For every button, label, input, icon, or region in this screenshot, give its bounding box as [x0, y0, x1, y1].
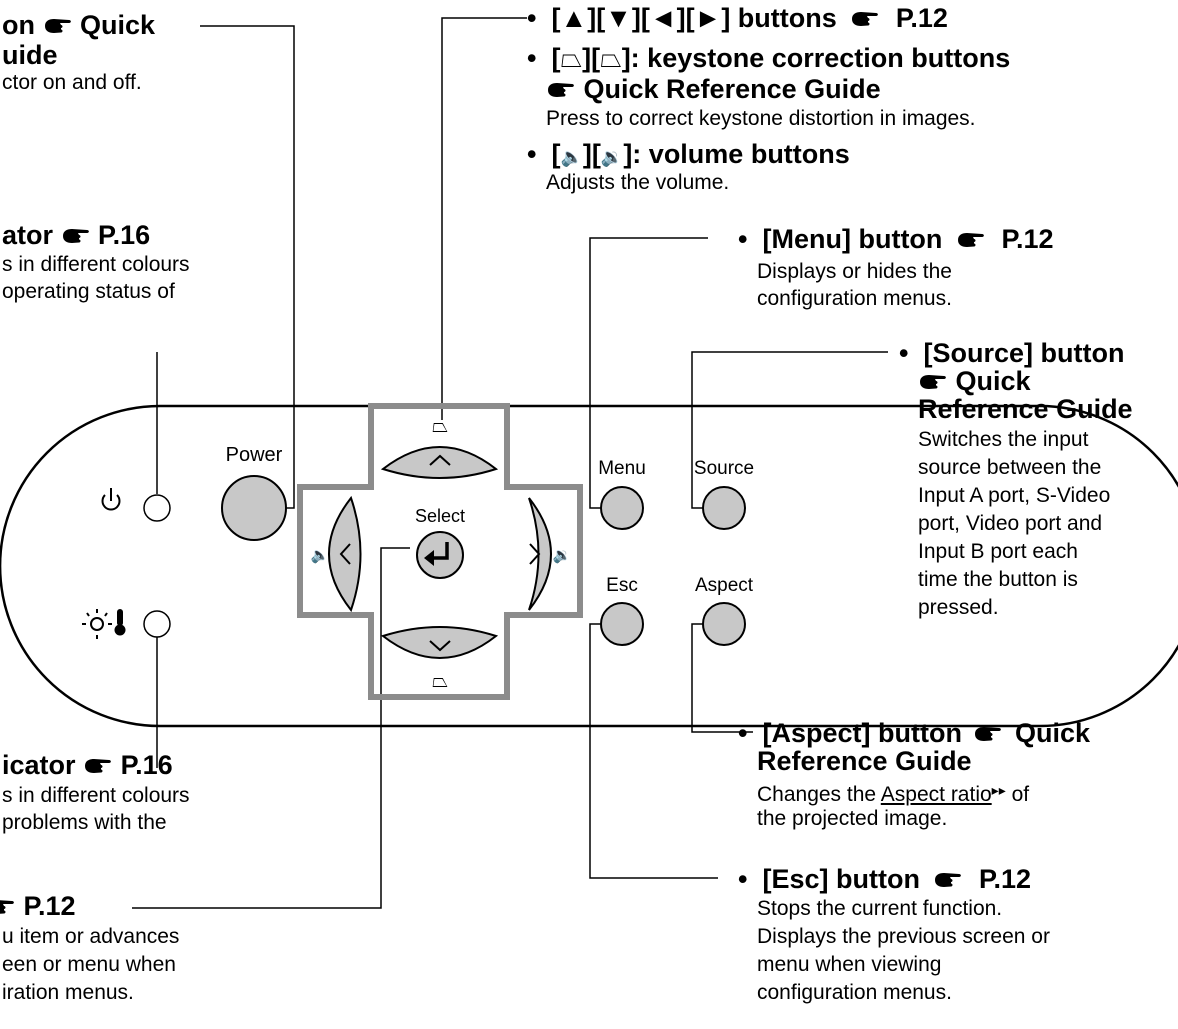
volume-up-icon: 🔉 [600, 147, 624, 167]
power-callout-heading-line2: uide [2, 40, 58, 70]
volume-down-icon: 🔈 [560, 147, 583, 167]
power-button-label: Power [226, 444, 283, 466]
keystone-up-icon: ⏢ [432, 415, 448, 437]
source-callout-desc-7: pressed. [918, 596, 999, 619]
navigation-cross-frame [297, 403, 583, 700]
esc-callout-desc-2: Displays the previous screen or [757, 925, 1050, 948]
arrow-buttons-heading: [▲][▼][◄][►] buttons P.12 [527, 5, 947, 32]
pointing-hand-icon [546, 81, 576, 99]
volume-up-icon: 🔉 [553, 547, 572, 564]
pointing-hand-icon [850, 10, 880, 28]
pointing-hand-icon [0, 898, 16, 916]
down-chevron-icon [429, 640, 451, 652]
aspect-callout-heading: [Aspect] button Quick [738, 720, 1090, 747]
select-button[interactable] [416, 531, 464, 579]
volume-buttons-heading: [🔈][🔉]: volume buttons [527, 141, 849, 170]
keystone-desc: Press to correct keystone distortion in … [546, 107, 976, 130]
pointing-hand-icon [43, 17, 73, 35]
warning-indicator-desc-2: problems with the [2, 811, 167, 834]
select-button-label: Select [415, 506, 465, 526]
panel-outline [0, 404, 1178, 728]
pointing-hand-icon [83, 757, 113, 775]
up-arrow-button[interactable] [380, 446, 499, 479]
enter-arrow-icon [424, 542, 449, 566]
keystone-down-icon: ⏢ [432, 670, 448, 692]
source-callout-desc-5: Input B port each [918, 540, 1078, 563]
aspect-callout-desc-2: the projected image. [757, 807, 948, 830]
esc-button-label: Esc [606, 575, 638, 596]
select-callout-desc-3: iration menus. [2, 981, 134, 1004]
source-button[interactable] [702, 486, 746, 530]
operation-indicator-light [143, 494, 171, 522]
esc-button[interactable] [600, 602, 644, 646]
pointing-hand-icon [918, 373, 948, 391]
aspect-button-label: Aspect [695, 575, 754, 596]
power-callout-heading: on Quick [2, 10, 156, 40]
menu-callout-desc-1: Displays or hides the [757, 260, 952, 283]
volume-down-icon: 🔈 [311, 547, 330, 564]
esc-callout-desc-4: configuration menus. [757, 981, 952, 1004]
keystone-buttons-heading: [⏢][⏢]: keystone correction buttons [527, 43, 1010, 73]
power-symbol-icon [101, 488, 121, 511]
warning-indicator-heading: icator P.16 [2, 750, 173, 780]
source-callout-desc-1: Switches the input [918, 428, 1089, 451]
lamp-icon [82, 609, 112, 639]
select-callout-desc-1: u item or advances [2, 925, 180, 948]
pointing-hand-icon [933, 871, 963, 889]
source-callout-desc-3: Input A port, S-Video [918, 484, 1111, 507]
menu-callout-desc-2: configuration menus. [757, 287, 952, 310]
keystone-up-icon: ⏢ [560, 43, 583, 73]
pointing-hand-icon [61, 227, 91, 245]
esc-callout-desc-1: Stops the current function. [757, 897, 1003, 920]
aspect-button[interactable] [702, 602, 746, 646]
keystone-reference: Quick Reference Guide [527, 76, 881, 103]
keystone-down-icon: ⏢ [600, 43, 622, 73]
operation-indicator-heading: ator P.16 [2, 220, 151, 250]
source-callout-desc-4: port, Video port and [918, 512, 1103, 535]
aspect-ratio-glossary-link[interactable]: Aspect ratio [880, 783, 992, 806]
select-callout-heading: P.12 [0, 893, 76, 920]
select-callout-desc-2: een or menu when [2, 953, 176, 976]
warning-indicator-desc-1: s in different colours [2, 784, 190, 807]
aspect-callout-desc-1: Changes the Aspect ratio▸▸ of [757, 782, 1030, 806]
source-button-label: Source [694, 458, 754, 479]
esc-callout-desc-3: menu when viewing [757, 953, 942, 976]
power-callout-desc: ctor on and off. [2, 71, 142, 94]
thermometer-icon [114, 609, 126, 636]
menu-button-label: Menu [598, 458, 646, 479]
menu-callout-heading: [Menu] button P.12 [738, 226, 1053, 253]
power-button[interactable] [221, 475, 287, 541]
down-arrow-button[interactable] [380, 626, 499, 659]
esc-callout-heading: [Esc] button P.12 [738, 866, 1031, 893]
aspect-callout-ref: Reference Guide [757, 746, 972, 776]
glossary-marker-icon: ▸▸ [991, 782, 1006, 798]
left-chevron-icon [339, 543, 351, 565]
source-callout-ref-1: Quick [899, 368, 1031, 395]
source-callout-desc-6: time the button is [918, 568, 1078, 591]
menu-button[interactable] [600, 486, 644, 530]
pointing-hand-icon [973, 725, 1003, 743]
operation-indicator-desc-2: operating status of [2, 280, 175, 303]
warning-indicator-light [143, 610, 171, 638]
operation-indicator-desc-1: s in different colours [2, 253, 190, 276]
leader-lines [132, 17, 888, 909]
source-callout-heading: [Source] button [899, 340, 1124, 367]
up-chevron-icon [429, 454, 451, 466]
source-callout-ref-2: Reference Guide [918, 394, 1133, 424]
source-callout-desc-2: source between the [918, 456, 1102, 479]
volume-desc: Adjusts the volume. [546, 171, 730, 194]
left-arrow-button[interactable] [328, 495, 362, 613]
pointing-hand-icon [956, 231, 986, 249]
right-chevron-icon [529, 543, 541, 565]
